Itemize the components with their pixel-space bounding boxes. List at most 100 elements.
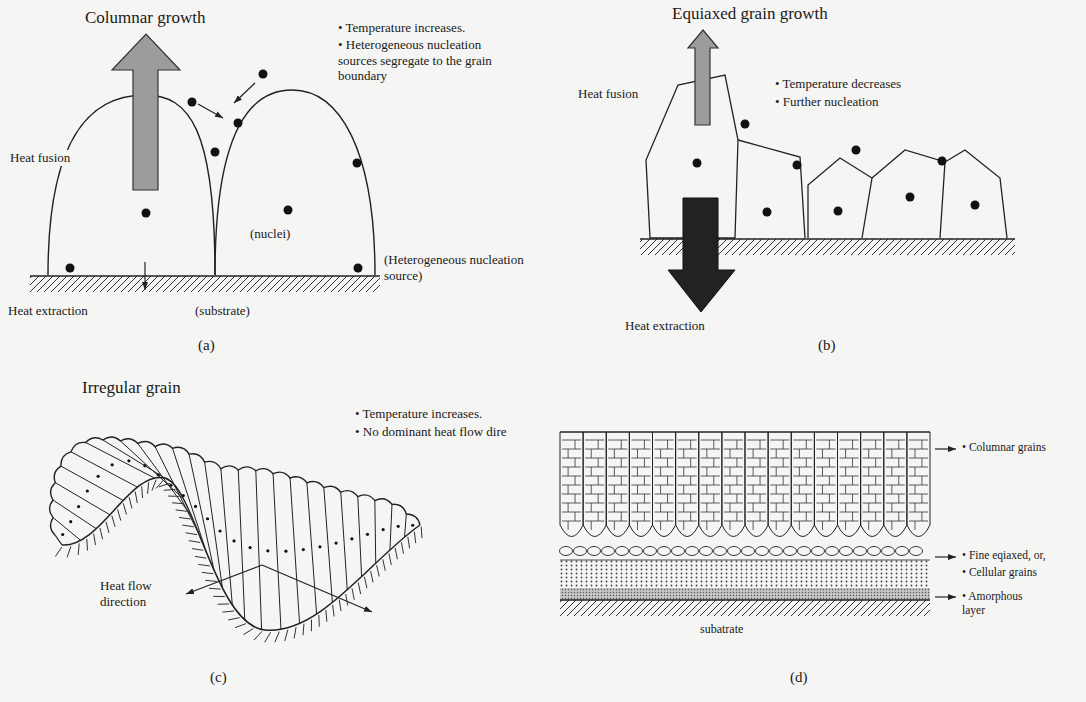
substrate-hatch <box>205 580 217 581</box>
cell-line <box>724 503 743 504</box>
cell-line <box>614 467 615 476</box>
nucleus-dot <box>350 537 353 540</box>
substrate-hatch <box>152 480 156 491</box>
cell-line <box>701 476 720 477</box>
cell-line <box>678 449 697 450</box>
cell-line <box>575 476 576 485</box>
cell-line <box>799 467 800 476</box>
grain-boundary <box>307 483 317 614</box>
equiaxed-grain <box>742 547 755 556</box>
substrate-hatch <box>352 588 354 599</box>
cell-line <box>793 440 812 441</box>
equiaxed-grain <box>686 547 699 556</box>
cell-line <box>875 494 876 503</box>
layer-label: • Columnar grains <box>962 441 1046 455</box>
panel-title: Irregular grain <box>82 378 181 398</box>
cell-line <box>770 476 789 477</box>
grain-outline <box>215 90 375 275</box>
cell-line <box>585 494 604 495</box>
grain-boundary <box>155 447 199 535</box>
column-grain <box>791 432 814 537</box>
drawing-stroke <box>211 148 220 157</box>
nucleus-dot <box>182 494 185 497</box>
cell-line <box>822 467 823 476</box>
cell-line <box>753 449 754 458</box>
cell-line <box>683 449 684 458</box>
cell-line <box>631 449 650 450</box>
cell-line <box>747 485 766 486</box>
nucleus-dot <box>127 459 130 462</box>
cell-line <box>886 467 905 468</box>
cell-line <box>729 467 730 476</box>
cell-line <box>678 521 697 522</box>
cell-line <box>806 476 807 485</box>
cell-line <box>729 503 730 512</box>
cell-line <box>637 521 638 530</box>
nucleus-dot <box>218 529 221 532</box>
cell-line <box>585 485 604 486</box>
column-grain <box>676 432 699 537</box>
cell-line <box>840 521 859 522</box>
cell-line <box>793 521 812 522</box>
layer-label: • Fine eqiaxed, or, <box>962 549 1046 563</box>
nucleus-dot <box>249 546 252 549</box>
cell-line <box>793 512 812 513</box>
equiaxed-grain <box>602 547 615 556</box>
grain-boundary <box>341 492 347 590</box>
cell-line <box>724 494 743 495</box>
cell-line <box>614 449 615 458</box>
cell-line <box>706 467 707 476</box>
substrate-hatch <box>182 525 194 527</box>
part-label: (nuclei) <box>250 226 290 242</box>
cell-line <box>598 458 599 467</box>
cell-line <box>863 494 882 495</box>
substrate-hatch <box>55 547 62 557</box>
cell-line <box>568 521 569 530</box>
cell-line <box>806 440 807 449</box>
cell-line <box>840 503 859 504</box>
cell-line <box>760 458 761 467</box>
substrate-hatch <box>78 543 79 555</box>
cell-line <box>608 494 627 495</box>
cell-line <box>724 449 743 450</box>
cell-line <box>770 449 789 450</box>
cell-line <box>886 494 905 495</box>
cell-line <box>770 467 789 468</box>
cell-line <box>829 512 830 521</box>
cell-line <box>909 440 928 441</box>
substrate-hatch <box>223 611 235 612</box>
cell-line <box>776 485 777 494</box>
cell-line <box>829 440 830 449</box>
cell-line <box>747 521 766 522</box>
cell-line <box>816 449 835 450</box>
substrate-hatch <box>176 510 188 511</box>
drawing-stroke <box>872 150 945 238</box>
cell-line <box>631 521 650 522</box>
cellular-layer <box>560 560 930 588</box>
cell-line <box>806 458 807 467</box>
cell-line <box>598 476 599 485</box>
cell-line <box>678 494 697 495</box>
cell-line <box>816 494 835 495</box>
cell-line <box>562 521 581 522</box>
pointer-arrow <box>234 83 255 103</box>
cell-line <box>608 503 627 504</box>
cell-line <box>840 440 859 441</box>
cell-line <box>608 521 627 522</box>
substrate-hatch <box>192 549 204 551</box>
cell-line <box>706 503 707 512</box>
equiaxed-grain <box>868 547 881 556</box>
heat-label: Heat extraction <box>8 303 88 319</box>
cell-line <box>637 503 638 512</box>
grain-tops <box>50 437 420 535</box>
equiaxed-grain <box>770 547 783 556</box>
cell-line <box>793 503 812 504</box>
heat-extraction-arrow <box>668 198 735 312</box>
cell-line <box>886 440 905 441</box>
substrate-hatch <box>346 594 348 605</box>
cell-line <box>562 449 581 450</box>
cell-line <box>724 521 743 522</box>
drawing-stroke <box>793 161 802 170</box>
grain-outline <box>48 95 215 275</box>
